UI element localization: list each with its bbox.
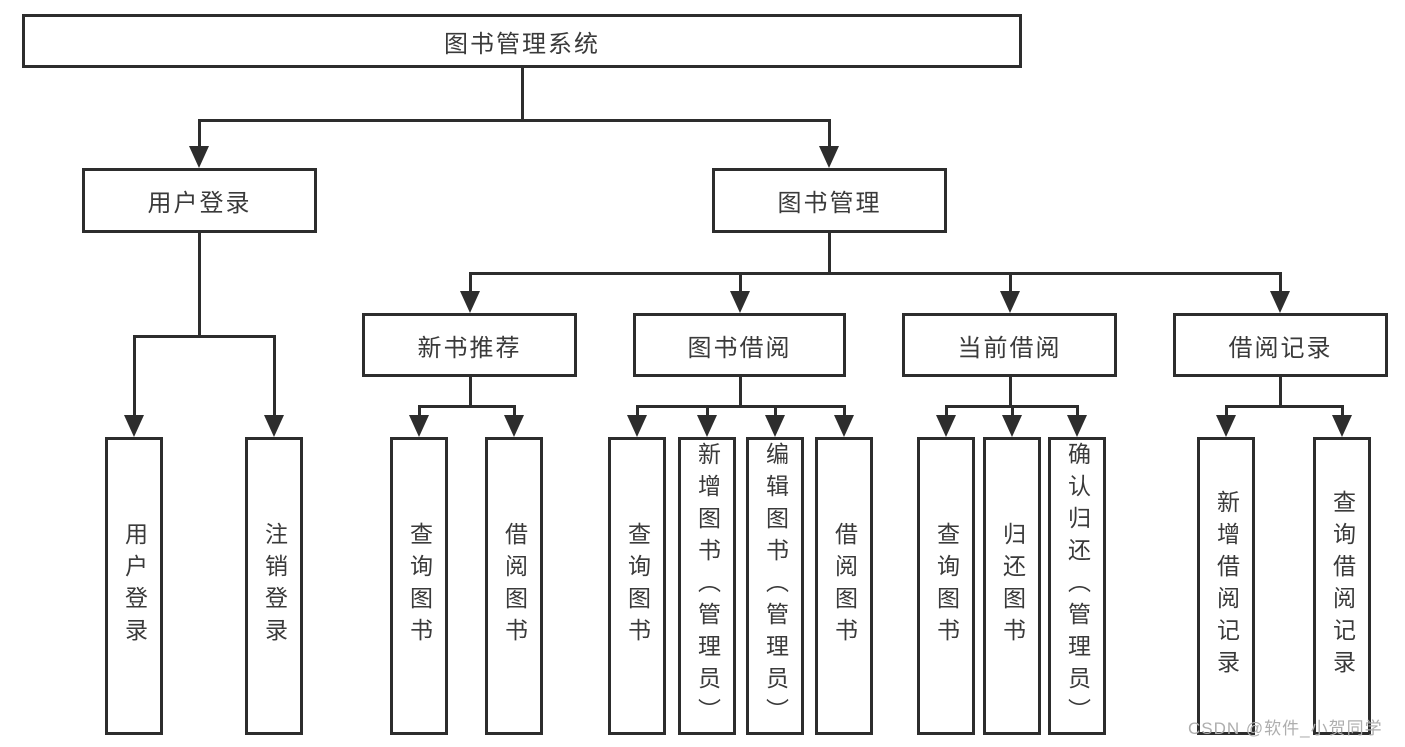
connector-stem: [774, 405, 777, 417]
node-borrow-records-label: 借阅记录: [1228, 334, 1333, 362]
connector-stem: [469, 377, 472, 407]
watermark: CSDN @软件_小贺同学: [1188, 719, 1383, 738]
leaf-edit-book-admin-label: 编辑图书（管理员）: [762, 442, 789, 730]
connector-stem: [739, 377, 742, 407]
connector-stem: [1225, 405, 1228, 417]
node-book-management: 图书管理: [712, 168, 947, 233]
connector-stem: [828, 119, 831, 148]
connector-stem: [198, 119, 201, 148]
arrowhead-icon: [697, 415, 717, 437]
arrowhead-icon: [1067, 415, 1087, 437]
connector-stem: [418, 405, 421, 417]
arrowhead-icon: [409, 415, 429, 437]
node-new-book-recommend: 新书推荐: [362, 313, 577, 377]
connector-root-stem: [521, 68, 524, 121]
arrowhead-icon: [1270, 291, 1290, 313]
arrowhead-icon: [819, 146, 839, 168]
connector-level2-rail: [198, 119, 830, 122]
node-new-book-recommend-label: 新书推荐: [417, 334, 522, 362]
connector-stem: [636, 405, 639, 417]
node-borrow-records: 借阅记录: [1173, 313, 1388, 377]
arrowhead-icon: [504, 415, 524, 437]
leaf-borrow-books: 借阅图书: [815, 437, 873, 735]
connector-stem: [1076, 405, 1079, 417]
leaf-add-borrow-record-label: 新增借阅记录: [1213, 490, 1240, 682]
connector-stem: [843, 405, 846, 417]
node-book-management-label: 图书管理: [777, 190, 882, 217]
connector-stem: [1279, 377, 1282, 407]
node-book-borrow: 图书借阅: [633, 313, 846, 377]
leaf-return-book: 归还图书: [983, 437, 1041, 735]
node-root-label: 图书管理系统: [444, 30, 600, 58]
node-user-login: 用户登录: [82, 168, 317, 233]
arrowhead-icon: [1002, 415, 1022, 437]
arrowhead-icon: [189, 146, 209, 168]
leaf-query-borrow-record: 查询借阅记录: [1313, 437, 1371, 735]
leaf-query-borrow-record-label: 查询借阅记录: [1329, 490, 1356, 682]
leaf-query-books-recommend-label: 查询图书: [406, 522, 433, 650]
node-current-borrow-label: 当前借阅: [957, 334, 1062, 362]
connector-user-login-stem: [198, 233, 201, 337]
connector-rail: [1225, 405, 1344, 408]
connector-stem: [1009, 272, 1012, 293]
leaf-query-books-recommend: 查询图书: [390, 437, 448, 735]
leaf-query-books-borrow-label: 查询图书: [624, 522, 651, 650]
connector-level3-rail: [469, 272, 1281, 275]
leaf-confirm-return-admin-label: 确认归还（管理员）: [1064, 442, 1091, 730]
arrowhead-icon: [264, 415, 284, 437]
arrowhead-icon: [936, 415, 956, 437]
arrowhead-icon: [627, 415, 647, 437]
leaf-confirm-return-admin: 确认归还（管理员）: [1048, 437, 1106, 735]
connector-stem: [273, 335, 276, 417]
leaf-query-books-current: 查询图书: [917, 437, 975, 735]
connector-stem: [513, 405, 516, 417]
leaf-user-login-label: 用户登录: [121, 522, 148, 650]
arrowhead-icon: [1000, 291, 1020, 313]
leaf-add-book-admin-label: 新增图书（管理员）: [694, 442, 721, 730]
leaf-borrow-books-label: 借阅图书: [831, 522, 858, 650]
node-current-borrow: 当前借阅: [902, 313, 1117, 377]
arrowhead-icon: [1332, 415, 1352, 437]
leaf-add-borrow-record: 新增借阅记录: [1197, 437, 1255, 735]
leaf-return-book-label: 归还图书: [999, 522, 1026, 650]
connector-stem: [945, 405, 948, 417]
connector-rail: [418, 405, 516, 408]
connector-stem: [1341, 405, 1344, 417]
leaf-user-login: 用户登录: [105, 437, 163, 735]
leaf-query-books-current-label: 查询图书: [933, 522, 960, 650]
leaf-logout-label: 注销登录: [261, 522, 288, 650]
leaf-borrow-books-recommend-label: 借阅图书: [501, 522, 528, 650]
arrowhead-icon: [765, 415, 785, 437]
node-root: 图书管理系统: [22, 14, 1022, 68]
connector-stem: [469, 272, 472, 293]
arrowhead-icon: [460, 291, 480, 313]
node-user-login-label: 用户登录: [147, 190, 252, 217]
leaf-add-book-admin: 新增图书（管理员）: [678, 437, 736, 735]
connector-stem: [739, 272, 742, 293]
connector-stem: [706, 405, 709, 417]
leaf-query-books-borrow: 查询图书: [608, 437, 666, 735]
connector-stem: [1009, 377, 1012, 407]
arrowhead-icon: [834, 415, 854, 437]
connector-book-mgmt-stem: [828, 233, 831, 274]
connector-stem: [133, 335, 136, 417]
connector-stem: [1011, 405, 1014, 417]
connector-rail: [636, 405, 846, 408]
arrowhead-icon: [1216, 415, 1236, 437]
arrowhead-icon: [730, 291, 750, 313]
connector-user-login-rail: [133, 335, 275, 338]
node-book-borrow-label: 图书借阅: [687, 334, 792, 362]
leaf-edit-book-admin: 编辑图书（管理员）: [746, 437, 804, 735]
leaf-borrow-books-recommend: 借阅图书: [485, 437, 543, 735]
leaf-logout: 注销登录: [245, 437, 303, 735]
arrowhead-icon: [124, 415, 144, 437]
connector-stem: [1279, 272, 1282, 293]
